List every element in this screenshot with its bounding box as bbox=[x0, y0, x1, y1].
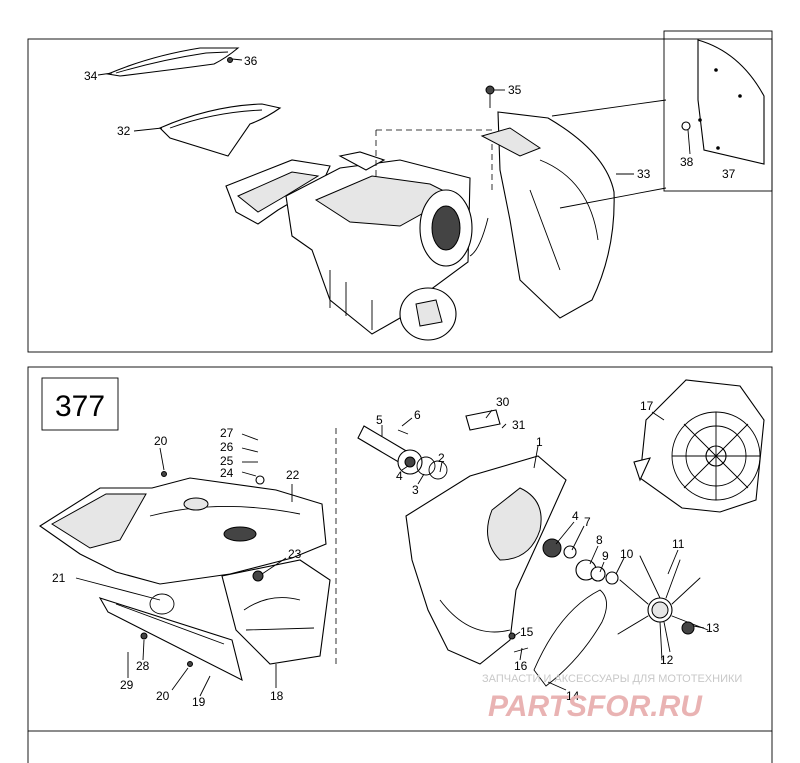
callout-15: 15 bbox=[520, 625, 534, 639]
grommets-lower bbox=[140, 471, 265, 667]
callout-22: 22 bbox=[286, 468, 300, 482]
callout-9: 9 bbox=[602, 549, 609, 563]
callout-2: 2 bbox=[438, 451, 445, 465]
bracket-19 bbox=[98, 597, 243, 682]
callout-20-bottom: 20 bbox=[156, 689, 170, 703]
plate-number: 377 bbox=[55, 390, 105, 423]
callout-23: 23 bbox=[288, 547, 302, 561]
callout-28: 28 bbox=[136, 659, 150, 673]
callout-1: 1 bbox=[536, 435, 543, 449]
callout-16: 16 bbox=[514, 659, 528, 673]
callout-18: 18 bbox=[270, 689, 284, 703]
callout-20-top: 20 bbox=[154, 434, 168, 448]
callout-5: 5 bbox=[376, 413, 383, 427]
callout-24: 24 bbox=[220, 466, 234, 480]
callout-35: 35 bbox=[508, 83, 522, 97]
upper-cover-32 bbox=[159, 103, 282, 157]
callout-13: 13 bbox=[706, 621, 720, 635]
fan-housing-33 bbox=[469, 111, 615, 319]
callout-6: 6 bbox=[414, 408, 421, 422]
callout-4-left: 4 bbox=[396, 469, 403, 483]
lower-panel-frame bbox=[27, 366, 773, 732]
lower-housing-18 bbox=[221, 559, 331, 665]
bolt-15-16 bbox=[508, 632, 529, 653]
callout-29: 29 bbox=[120, 678, 134, 692]
callout-37: 37 bbox=[722, 167, 736, 181]
callout-3: 3 bbox=[412, 483, 419, 497]
callout-11: 11 bbox=[672, 537, 685, 551]
callout-12: 12 bbox=[660, 653, 674, 667]
fan-11 bbox=[617, 555, 709, 661]
callout-8: 8 bbox=[596, 533, 603, 547]
callout-25: 25 bbox=[220, 454, 234, 468]
plate-number-box: 377 bbox=[41, 377, 119, 431]
callout-26: 26 bbox=[220, 440, 234, 454]
dashed-guides-upper bbox=[375, 129, 493, 190]
upper-panel-frame bbox=[27, 38, 773, 353]
detail-inset-frame bbox=[663, 30, 773, 192]
upper-seal-34 bbox=[106, 47, 240, 77]
shaft-5 bbox=[357, 425, 448, 480]
callout-30: 30 bbox=[496, 395, 510, 409]
watermark: ЗАПЧАСТИ И АКСЕССУАРЫ ДЛЯ МОТОТЕХНИКИ PA… bbox=[482, 673, 742, 723]
air-silencer-22 bbox=[39, 477, 327, 585]
fan-cover-17 bbox=[633, 379, 765, 513]
callout-38: 38 bbox=[680, 155, 694, 169]
callout-leaders bbox=[75, 58, 705, 697]
callout-4-right: 4 bbox=[572, 509, 579, 523]
callout-numbers-lower: 20 27 26 25 24 22 21 23 28 29 20 19 18 5… bbox=[52, 395, 720, 709]
callout-21: 21 bbox=[52, 571, 66, 585]
callout-36: 36 bbox=[244, 54, 258, 68]
callout-27: 27 bbox=[220, 426, 234, 440]
callout-numbers-upper: 34 36 32 35 33 38 37 bbox=[84, 54, 736, 181]
bolt-35 bbox=[485, 85, 495, 108]
callout-31: 31 bbox=[512, 418, 526, 432]
callout-34: 34 bbox=[84, 69, 98, 83]
callout-33: 33 bbox=[637, 167, 651, 181]
cover-housing-1 bbox=[405, 409, 567, 665]
callout-14: 14 bbox=[566, 689, 580, 703]
screw-36 bbox=[227, 57, 233, 63]
callout-32: 32 bbox=[117, 124, 131, 138]
engine-assembly-upper bbox=[225, 151, 473, 341]
watermark-tagline: ЗАПЧАСТИ И АКСЕССУАРЫ ДЛЯ МОТОТЕХНИКИ bbox=[482, 673, 742, 685]
callout-7: 7 bbox=[584, 515, 591, 529]
callout-17: 17 bbox=[640, 399, 654, 413]
callout-10: 10 bbox=[620, 547, 634, 561]
side-plate-37 bbox=[681, 39, 765, 165]
watermark-logo: PARTSFOR.RU bbox=[488, 690, 703, 723]
callout-19: 19 bbox=[192, 695, 206, 709]
drive-belt-14 bbox=[533, 589, 607, 687]
